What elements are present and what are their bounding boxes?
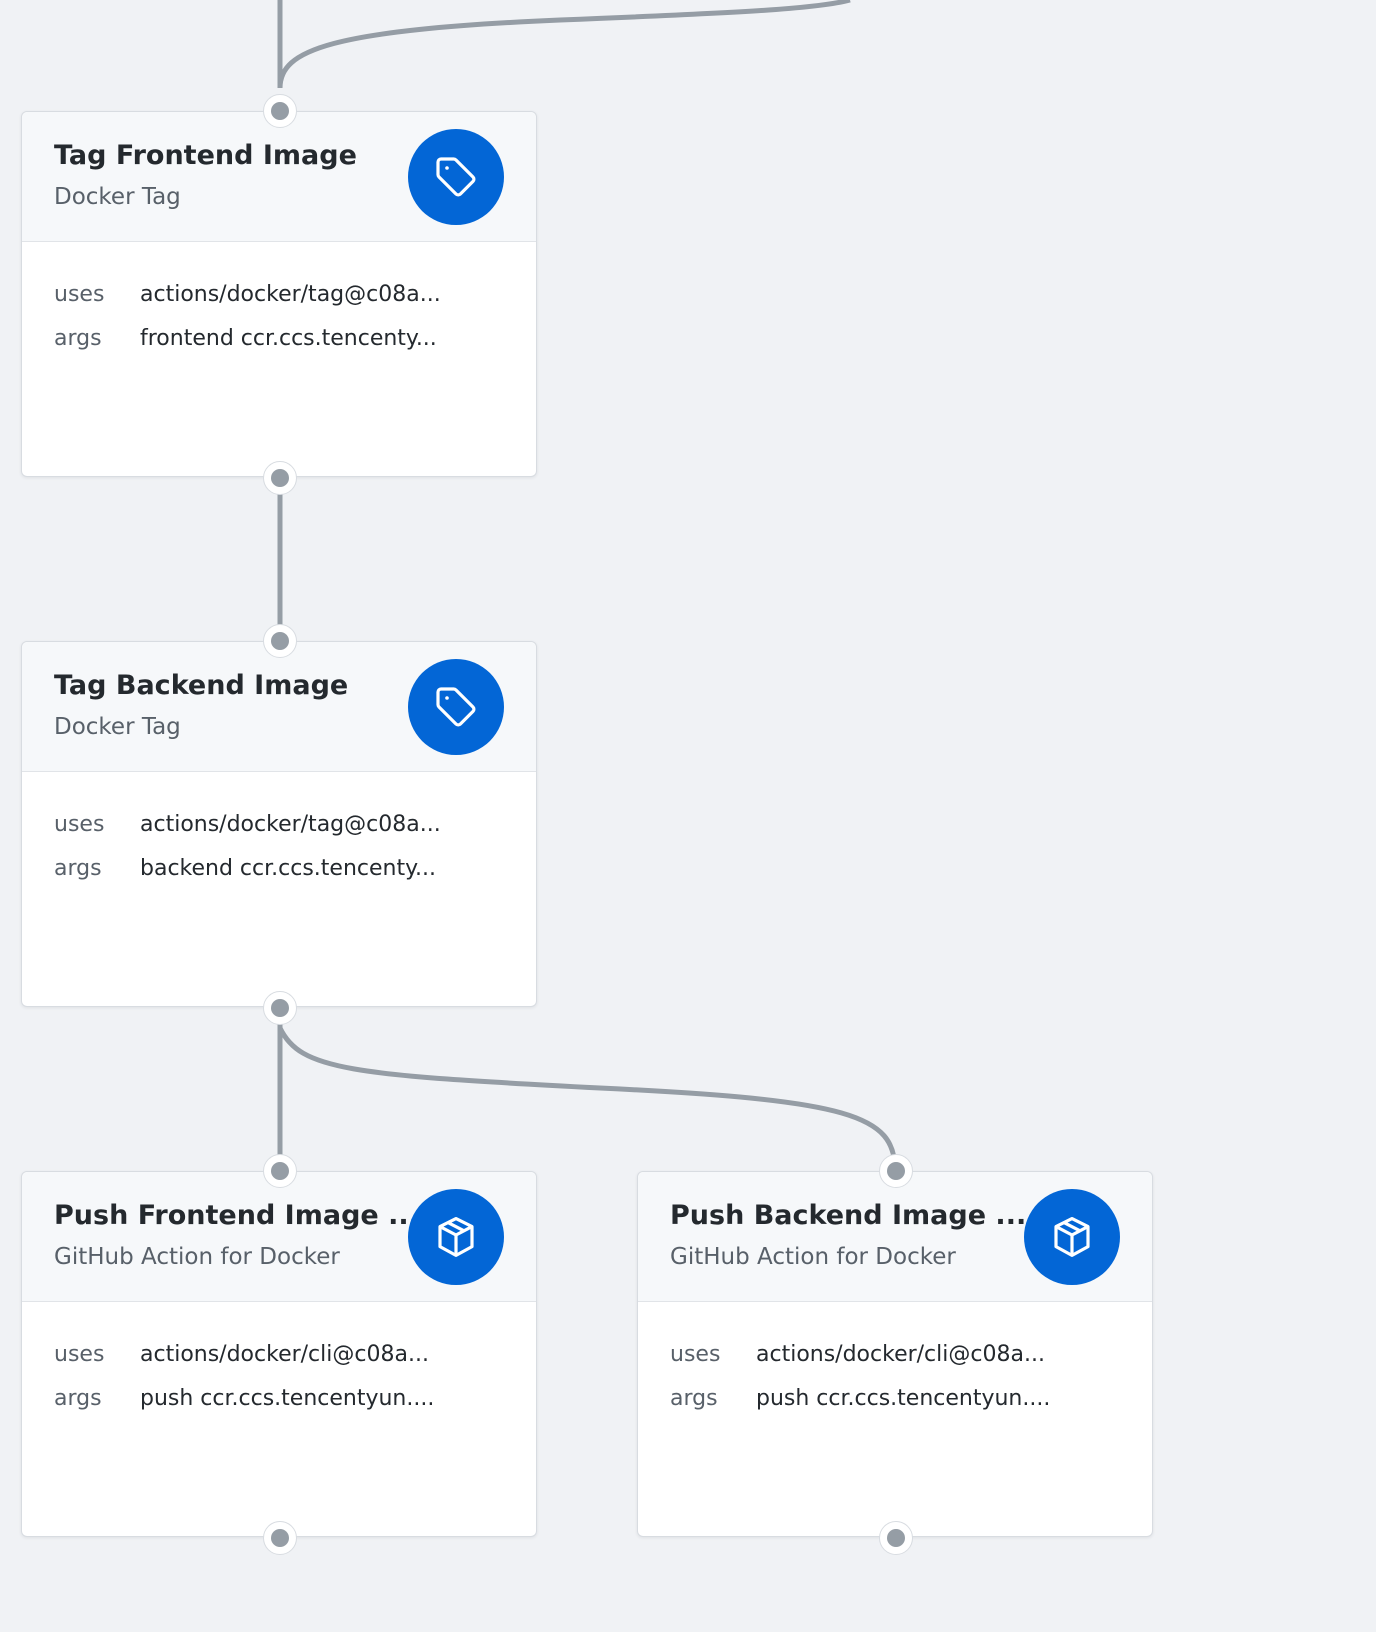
- uses-label: uses: [670, 1341, 721, 1367]
- args-label: args: [670, 1385, 718, 1411]
- args-label: args: [54, 325, 102, 351]
- input-port[interactable]: [263, 94, 297, 128]
- input-port[interactable]: [263, 1154, 297, 1188]
- node-body: uses actions/docker/cli@c08a... args pus…: [22, 1302, 536, 1420]
- args-label: args: [54, 855, 102, 881]
- args-label: args: [54, 1385, 102, 1411]
- node-subtitle: GitHub Action for Docker: [54, 1244, 340, 1270]
- node-body: uses actions/docker/cli@c08a... args pus…: [638, 1302, 1152, 1420]
- input-port[interactable]: [263, 624, 297, 658]
- node-push-frontend-image[interactable]: Push Frontend Image ... GitHub Action fo…: [21, 1171, 537, 1537]
- node-body: uses actions/docker/tag@c08a... args bac…: [22, 772, 536, 890]
- node-header: Tag Frontend Image Docker Tag: [22, 112, 536, 242]
- uses-value: actions/docker/tag@c08a...: [140, 281, 441, 307]
- node-tag-backend-image[interactable]: Tag Backend Image Docker Tag uses action…: [21, 641, 537, 1007]
- edge-tag-backend-to-push-backend: [277, 1026, 898, 1171]
- node-subtitle: Docker Tag: [54, 714, 181, 740]
- output-port[interactable]: [263, 991, 297, 1025]
- args-row: args push ccr.ccs.tencentyun....: [54, 1376, 504, 1420]
- node-header: Tag Backend Image Docker Tag: [22, 642, 536, 772]
- package-icon: [1024, 1189, 1120, 1285]
- node-subtitle: Docker Tag: [54, 184, 181, 210]
- uses-row: uses actions/docker/cli@c08a...: [54, 1332, 504, 1376]
- args-value: push ccr.ccs.tencentyun....: [756, 1385, 1051, 1411]
- args-row: args frontend ccr.ccs.tencenty...: [54, 316, 504, 360]
- uses-label: uses: [54, 1341, 105, 1367]
- node-title: Push Backend Image ...: [670, 1200, 1027, 1231]
- args-value: frontend ccr.ccs.tencenty...: [140, 325, 437, 351]
- node-body: uses actions/docker/tag@c08a... args fro…: [22, 242, 536, 360]
- args-value: backend ccr.ccs.tencenty...: [140, 855, 436, 881]
- uses-label: uses: [54, 281, 105, 307]
- node-push-backend-image[interactable]: Push Backend Image ... GitHub Action for…: [637, 1171, 1153, 1537]
- node-title: Tag Frontend Image: [54, 140, 357, 171]
- node-title: Push Frontend Image ...: [54, 1200, 419, 1231]
- uses-value: actions/docker/cli@c08a...: [756, 1341, 1045, 1367]
- node-title: Tag Backend Image: [54, 670, 349, 701]
- package-icon: [408, 1189, 504, 1285]
- node-header: Push Backend Image ... GitHub Action for…: [638, 1172, 1152, 1302]
- node-tag-frontend-image[interactable]: Tag Frontend Image Docker Tag uses actio…: [21, 111, 537, 477]
- uses-row: uses actions/docker/tag@c08a...: [54, 802, 504, 846]
- output-port[interactable]: [879, 1521, 913, 1555]
- tag-icon: [408, 129, 504, 225]
- tag-icon: [408, 659, 504, 755]
- uses-row: uses actions/docker/cli@c08a...: [670, 1332, 1120, 1376]
- node-subtitle: GitHub Action for Docker: [670, 1244, 956, 1270]
- output-port[interactable]: [263, 1521, 297, 1555]
- node-header: Push Frontend Image ... GitHub Action fo…: [22, 1172, 536, 1302]
- uses-row: uses actions/docker/tag@c08a...: [54, 272, 504, 316]
- output-port[interactable]: [263, 461, 297, 495]
- uses-value: actions/docker/tag@c08a...: [140, 811, 441, 837]
- uses-label: uses: [54, 811, 105, 837]
- input-port[interactable]: [879, 1154, 913, 1188]
- args-value: push ccr.ccs.tencentyun....: [140, 1385, 435, 1411]
- edge-incoming-2: [277, 0, 851, 89]
- uses-value: actions/docker/cli@c08a...: [140, 1341, 429, 1367]
- args-row: args push ccr.ccs.tencentyun....: [670, 1376, 1120, 1420]
- args-row: args backend ccr.ccs.tencenty...: [54, 846, 504, 890]
